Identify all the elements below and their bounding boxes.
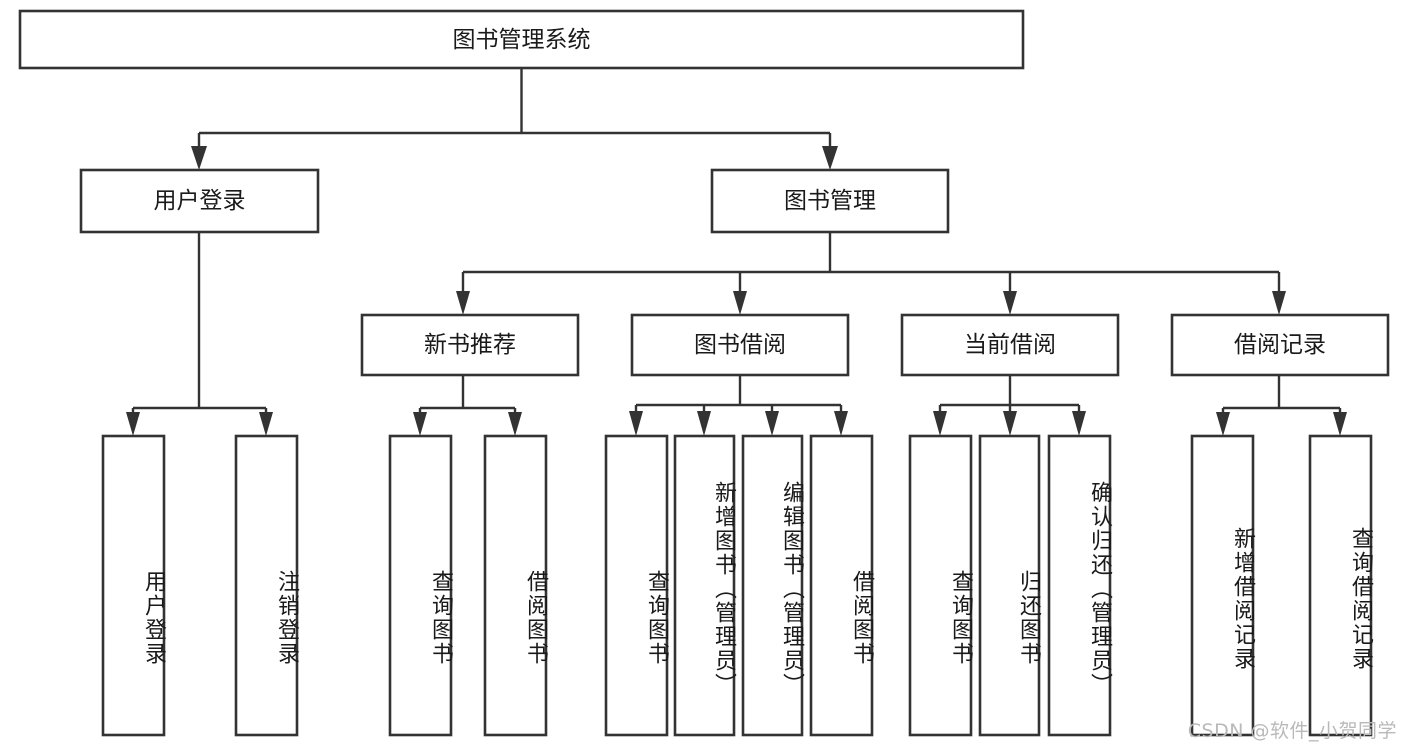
- node-leaf-query-book-2-rect[interactable]: [604, 434, 669, 737]
- arrow-to-book-borrow: [733, 291, 747, 315]
- arrow-to-new-book-recommend: [456, 291, 470, 315]
- arrow-to-leaf-logout-login: [259, 412, 273, 436]
- node-book-management[interactable]: 图书管理: [710, 168, 950, 234]
- node-current-borrow-label: 当前借阅: [964, 332, 1056, 358]
- arrow-root-to-book-management: [822, 146, 838, 170]
- node-leaf-borrow-book-2-rect[interactable]: [809, 434, 874, 737]
- node-current-borrow-rect[interactable]: [900, 313, 1120, 377]
- node-leaf-query-book-3-rect[interactable]: [908, 434, 973, 737]
- connector-group-book-management: [456, 232, 1286, 315]
- node-new-book-recommend[interactable]: 新书推荐: [360, 313, 580, 377]
- node-root[interactable]: 图书管理系统: [18, 9, 1025, 70]
- arrow-to-borrow-record: [1272, 291, 1286, 315]
- node-leaf-return-book-rect[interactable]: [978, 434, 1041, 737]
- arrow-to-leaf-add-record: [1216, 412, 1230, 436]
- arrow-to-leaf-edit-book: [765, 411, 779, 436]
- node-leaf-query-book-1-rect[interactable]: [388, 434, 453, 737]
- node-leaf-edit-book-rect[interactable]: [741, 434, 804, 737]
- node-current-borrow[interactable]: 当前借阅: [900, 313, 1120, 377]
- csdn-watermark: CSDN @软件_小贺同学: [1187, 720, 1397, 742]
- connector-group-borrow-record: [1216, 375, 1347, 436]
- node-book-borrow-label: 图书借阅: [694, 332, 786, 358]
- node-leaf-user-login-rect[interactable]: [101, 434, 166, 737]
- arrow-to-leaf-borrow-book-1: [508, 412, 522, 436]
- arrow-to-leaf-add-book: [697, 411, 711, 436]
- node-borrow-record[interactable]: 借阅记录: [1170, 313, 1390, 377]
- node-root-rect[interactable]: [18, 9, 1025, 70]
- node-leaf-query-record-rect[interactable]: [1308, 434, 1373, 737]
- node-leaf-add-record-rect[interactable]: [1190, 434, 1255, 737]
- node-leaf-add-book-rect[interactable]: [673, 434, 736, 737]
- arrow-to-leaf-borrow-book-2: [834, 411, 848, 436]
- node-borrow-record-rect[interactable]: [1170, 313, 1390, 377]
- node-new-book-recommend-label: 新书推荐: [424, 332, 516, 358]
- node-book-borrow[interactable]: 图书借阅: [630, 313, 850, 377]
- node-user-login[interactable]: 用户登录: [79, 168, 320, 234]
- node-leaf-confirm-return-rect[interactable]: [1047, 434, 1112, 737]
- connector-group-root: [191, 68, 838, 170]
- node-new-book-recommend-rect[interactable]: [360, 313, 580, 377]
- node-leaf-borrow-book-1-rect[interactable]: [483, 434, 548, 737]
- connector-group-user-login: [126, 232, 273, 436]
- arrow-to-leaf-confirm-return: [1072, 411, 1086, 436]
- connector-group-new-book-recommend: [413, 375, 522, 436]
- arrow-to-current-borrow: [1003, 291, 1017, 315]
- node-borrow-record-label: 借阅记录: [1234, 332, 1326, 358]
- arrow-to-leaf-query-book-3: [933, 411, 947, 436]
- node-user-login-rect[interactable]: [79, 168, 320, 234]
- node-root-label: 图书管理系统: [453, 27, 591, 53]
- connector-group-current-borrow: [933, 375, 1086, 436]
- arrow-to-leaf-query-book-1: [413, 412, 427, 436]
- node-leaf-logout-login-rect[interactable]: [234, 434, 299, 737]
- node-book-management-label: 图书管理: [784, 188, 876, 214]
- arrow-to-leaf-query-book-2: [629, 411, 643, 436]
- arrow-to-leaf-query-record: [1333, 412, 1347, 436]
- node-user-login-label: 用户登录: [154, 188, 246, 214]
- arrow-to-leaf-user-login: [126, 412, 140, 436]
- leaf-node-group: [101, 434, 1373, 737]
- arrow-root-to-user-login: [191, 146, 207, 170]
- arrow-to-leaf-return-book: [1003, 411, 1017, 436]
- connector-group-book-borrow: [629, 375, 848, 436]
- node-book-borrow-rect[interactable]: [630, 313, 850, 377]
- node-book-management-rect[interactable]: [710, 168, 950, 234]
